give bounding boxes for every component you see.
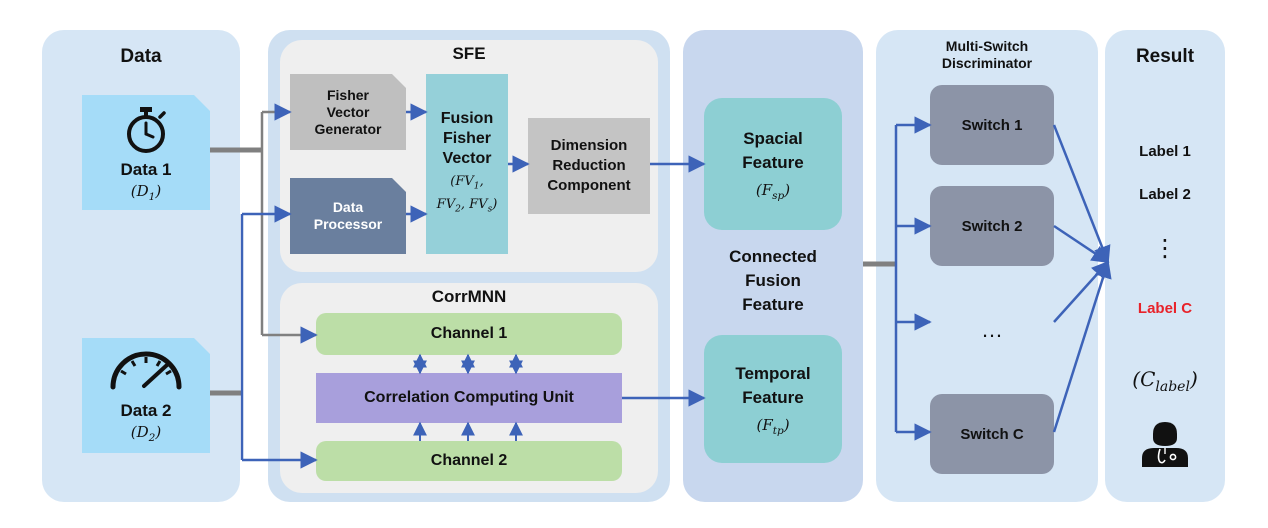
data2-symbol: (D2): [130, 423, 162, 444]
fusion-formula: (FV1, FV2, FVs): [436, 174, 498, 215]
switch-column-title: Multi-Switch Discriminator: [941, 38, 1033, 71]
fusion-fisher-vector-label: Fusion Fisher Vector: [440, 110, 494, 168]
data-column-title: Data: [120, 46, 162, 67]
switch-1: Switch 1: [930, 85, 1054, 165]
stopwatch-icon: [123, 106, 169, 154]
channel-2: Channel 2: [316, 441, 622, 481]
fusion-fisher-vector: Fusion Fisher Vector (FV1, FV2, FVs): [426, 74, 508, 254]
data1-label: Data 1: [120, 160, 172, 179]
temporal-feature-label: Temporal Feature: [735, 363, 811, 407]
switch-c-label: Switch C: [960, 425, 1024, 443]
result-label-ellipsis: ⋮: [1153, 234, 1177, 262]
data-processor-label: Data Processor: [313, 199, 383, 232]
data-processor: Data Processor: [290, 178, 406, 254]
switch-2-label: Switch 2: [961, 217, 1023, 235]
spacial-feature-symbol: (Fsp): [755, 180, 791, 202]
channel-1: Channel 1: [316, 313, 622, 355]
switch-1-label: Switch 1: [961, 116, 1023, 134]
correlation-computing-unit: Correlation Computing Unit: [316, 373, 622, 423]
spacial-feature-label: Spacial Feature: [742, 128, 804, 172]
correlation-unit-label: Correlation Computing Unit: [364, 389, 574, 406]
channel-1-label: Channel 1: [430, 325, 508, 342]
result-label-1: Label 1: [1139, 142, 1191, 160]
switch-ellipsis: …: [981, 317, 1003, 342]
channel-2-label: Channel 2: [430, 452, 508, 469]
speedometer-icon: [107, 351, 185, 391]
data1-card: Data 1 (D1): [82, 95, 210, 210]
temporal-feature-symbol: (Ftp): [756, 415, 790, 437]
spacial-feature: Spacial Feature (Fsp): [704, 98, 842, 230]
result-label-c: Label C: [1137, 299, 1193, 317]
result-column-title: Result: [1135, 46, 1195, 67]
connected-fusion-feature-label: Connected Fusion Feature: [729, 247, 817, 314]
dimension-reduction-label: Dimension Reduction Component: [547, 137, 631, 194]
data1-symbol: (D1): [130, 182, 162, 203]
data2-label: Data 2: [120, 401, 172, 420]
temporal-feature: Temporal Feature (Ftp): [704, 335, 842, 463]
fisher-vector-generator-label: Fisher Vector Generator: [314, 86, 382, 137]
doctor-icon: [1140, 420, 1190, 468]
data2-card: Data 2 (D2): [82, 338, 210, 453]
sfe-title: SFE: [452, 44, 486, 63]
class-label-symbol: (Clabel): [1132, 367, 1198, 395]
corrmnn-title: CorrMNN: [431, 287, 507, 306]
switch-2: Switch 2: [930, 186, 1054, 266]
result-label-2: Label 2: [1139, 185, 1191, 203]
switch-c: Switch C: [930, 394, 1054, 474]
dimension-reduction-component: Dimension Reduction Component: [528, 118, 650, 214]
fisher-vector-generator: Fisher Vector Generator: [290, 74, 406, 150]
